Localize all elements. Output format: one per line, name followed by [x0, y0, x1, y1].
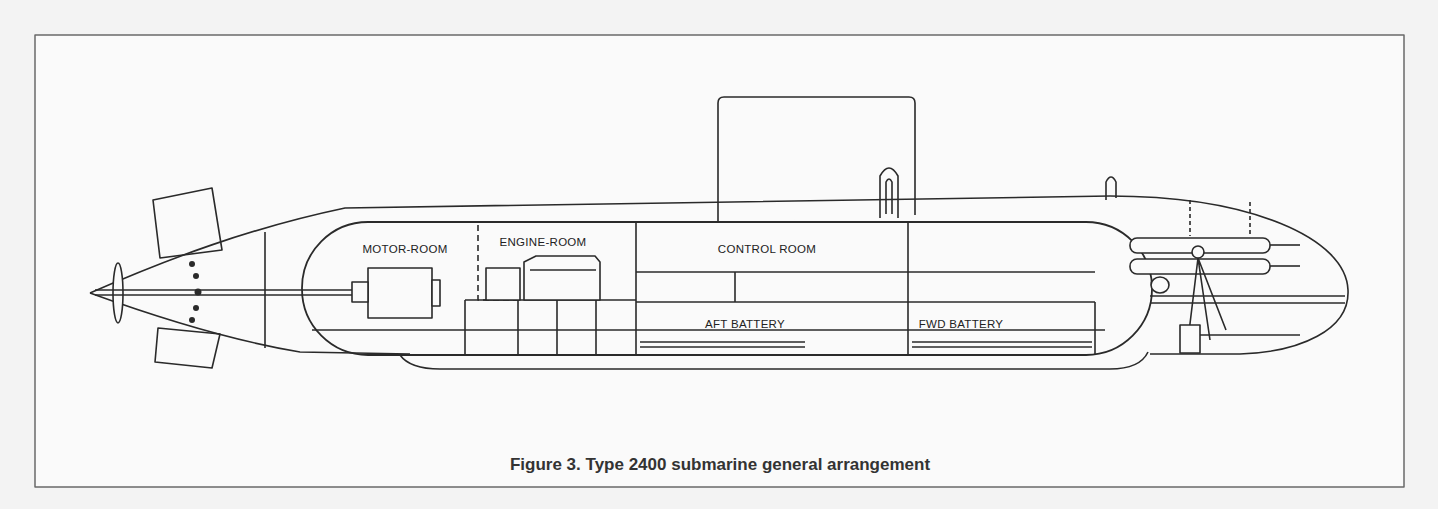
bulkhead [734, 272, 736, 302]
bulkhead [907, 222, 909, 355]
deck [636, 271, 1095, 273]
compartment-label: ENGINE-ROOM [500, 237, 587, 249]
diesel-engine [524, 256, 600, 300]
compartment-label: FWD BATTERY [919, 319, 1004, 331]
bulkhead [635, 222, 637, 355]
bow-equipment [1151, 277, 1169, 293]
shaft [95, 289, 360, 291]
mast [880, 168, 898, 218]
bow-equipment [1180, 325, 1200, 353]
compartment-label: CONTROL ROOM [718, 244, 816, 256]
motor [368, 268, 432, 318]
deck [636, 301, 1095, 303]
bow-deck [1150, 295, 1345, 297]
rudder [155, 328, 220, 368]
diesel-engine [530, 269, 596, 271]
torpedo-tubes [1130, 238, 1300, 274]
frame-line [264, 232, 266, 348]
figure-caption: Figure 3. Type 2400 submarine general ar… [510, 456, 930, 473]
outer-hull [90, 196, 1348, 354]
propeller [113, 263, 123, 323]
bow-deck [1200, 334, 1300, 336]
shaft-bearings [189, 261, 202, 323]
bow-hatch [1249, 202, 1251, 236]
sail [718, 97, 915, 222]
mast [886, 179, 892, 214]
coupling [352, 282, 368, 302]
frame [35, 35, 1404, 487]
bow-hatch [1189, 200, 1191, 236]
rudder [153, 188, 222, 258]
motor [432, 280, 440, 306]
engine-room-boundary [478, 225, 520, 300]
bow-deck [1150, 302, 1345, 304]
battery-cells [640, 342, 1092, 347]
pressure-hull [302, 222, 1152, 355]
shaft [95, 294, 360, 296]
bulkhead [464, 300, 466, 355]
generator [486, 268, 520, 300]
compartment-label: MOTOR-ROOM [362, 244, 447, 256]
bulkhead [1094, 302, 1096, 355]
compartment-label: AFT BATTERY [705, 319, 785, 331]
tanks [465, 300, 636, 355]
bow-frame [1192, 246, 1204, 258]
